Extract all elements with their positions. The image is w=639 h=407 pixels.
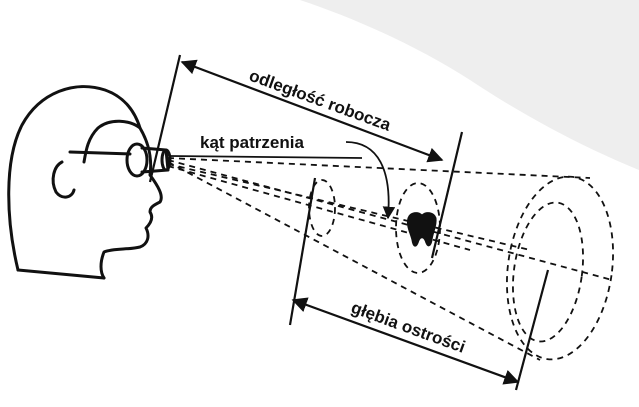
depth-of-field-dimension (288, 177, 550, 391)
viewing-angle-label: kąt patrzenia (200, 133, 304, 152)
far-focus-plane-outer (506, 175, 614, 361)
viewing-angle-indicator (169, 141, 396, 220)
backdrop-shape (300, 0, 639, 170)
working-distance-dimension (148, 54, 464, 259)
head-profile-with-loupes-icon (7, 85, 172, 280)
tooth-icon (407, 212, 437, 247)
far-focus-plane-inner (512, 201, 584, 343)
working-distance-label: odległość robocza (247, 66, 394, 135)
